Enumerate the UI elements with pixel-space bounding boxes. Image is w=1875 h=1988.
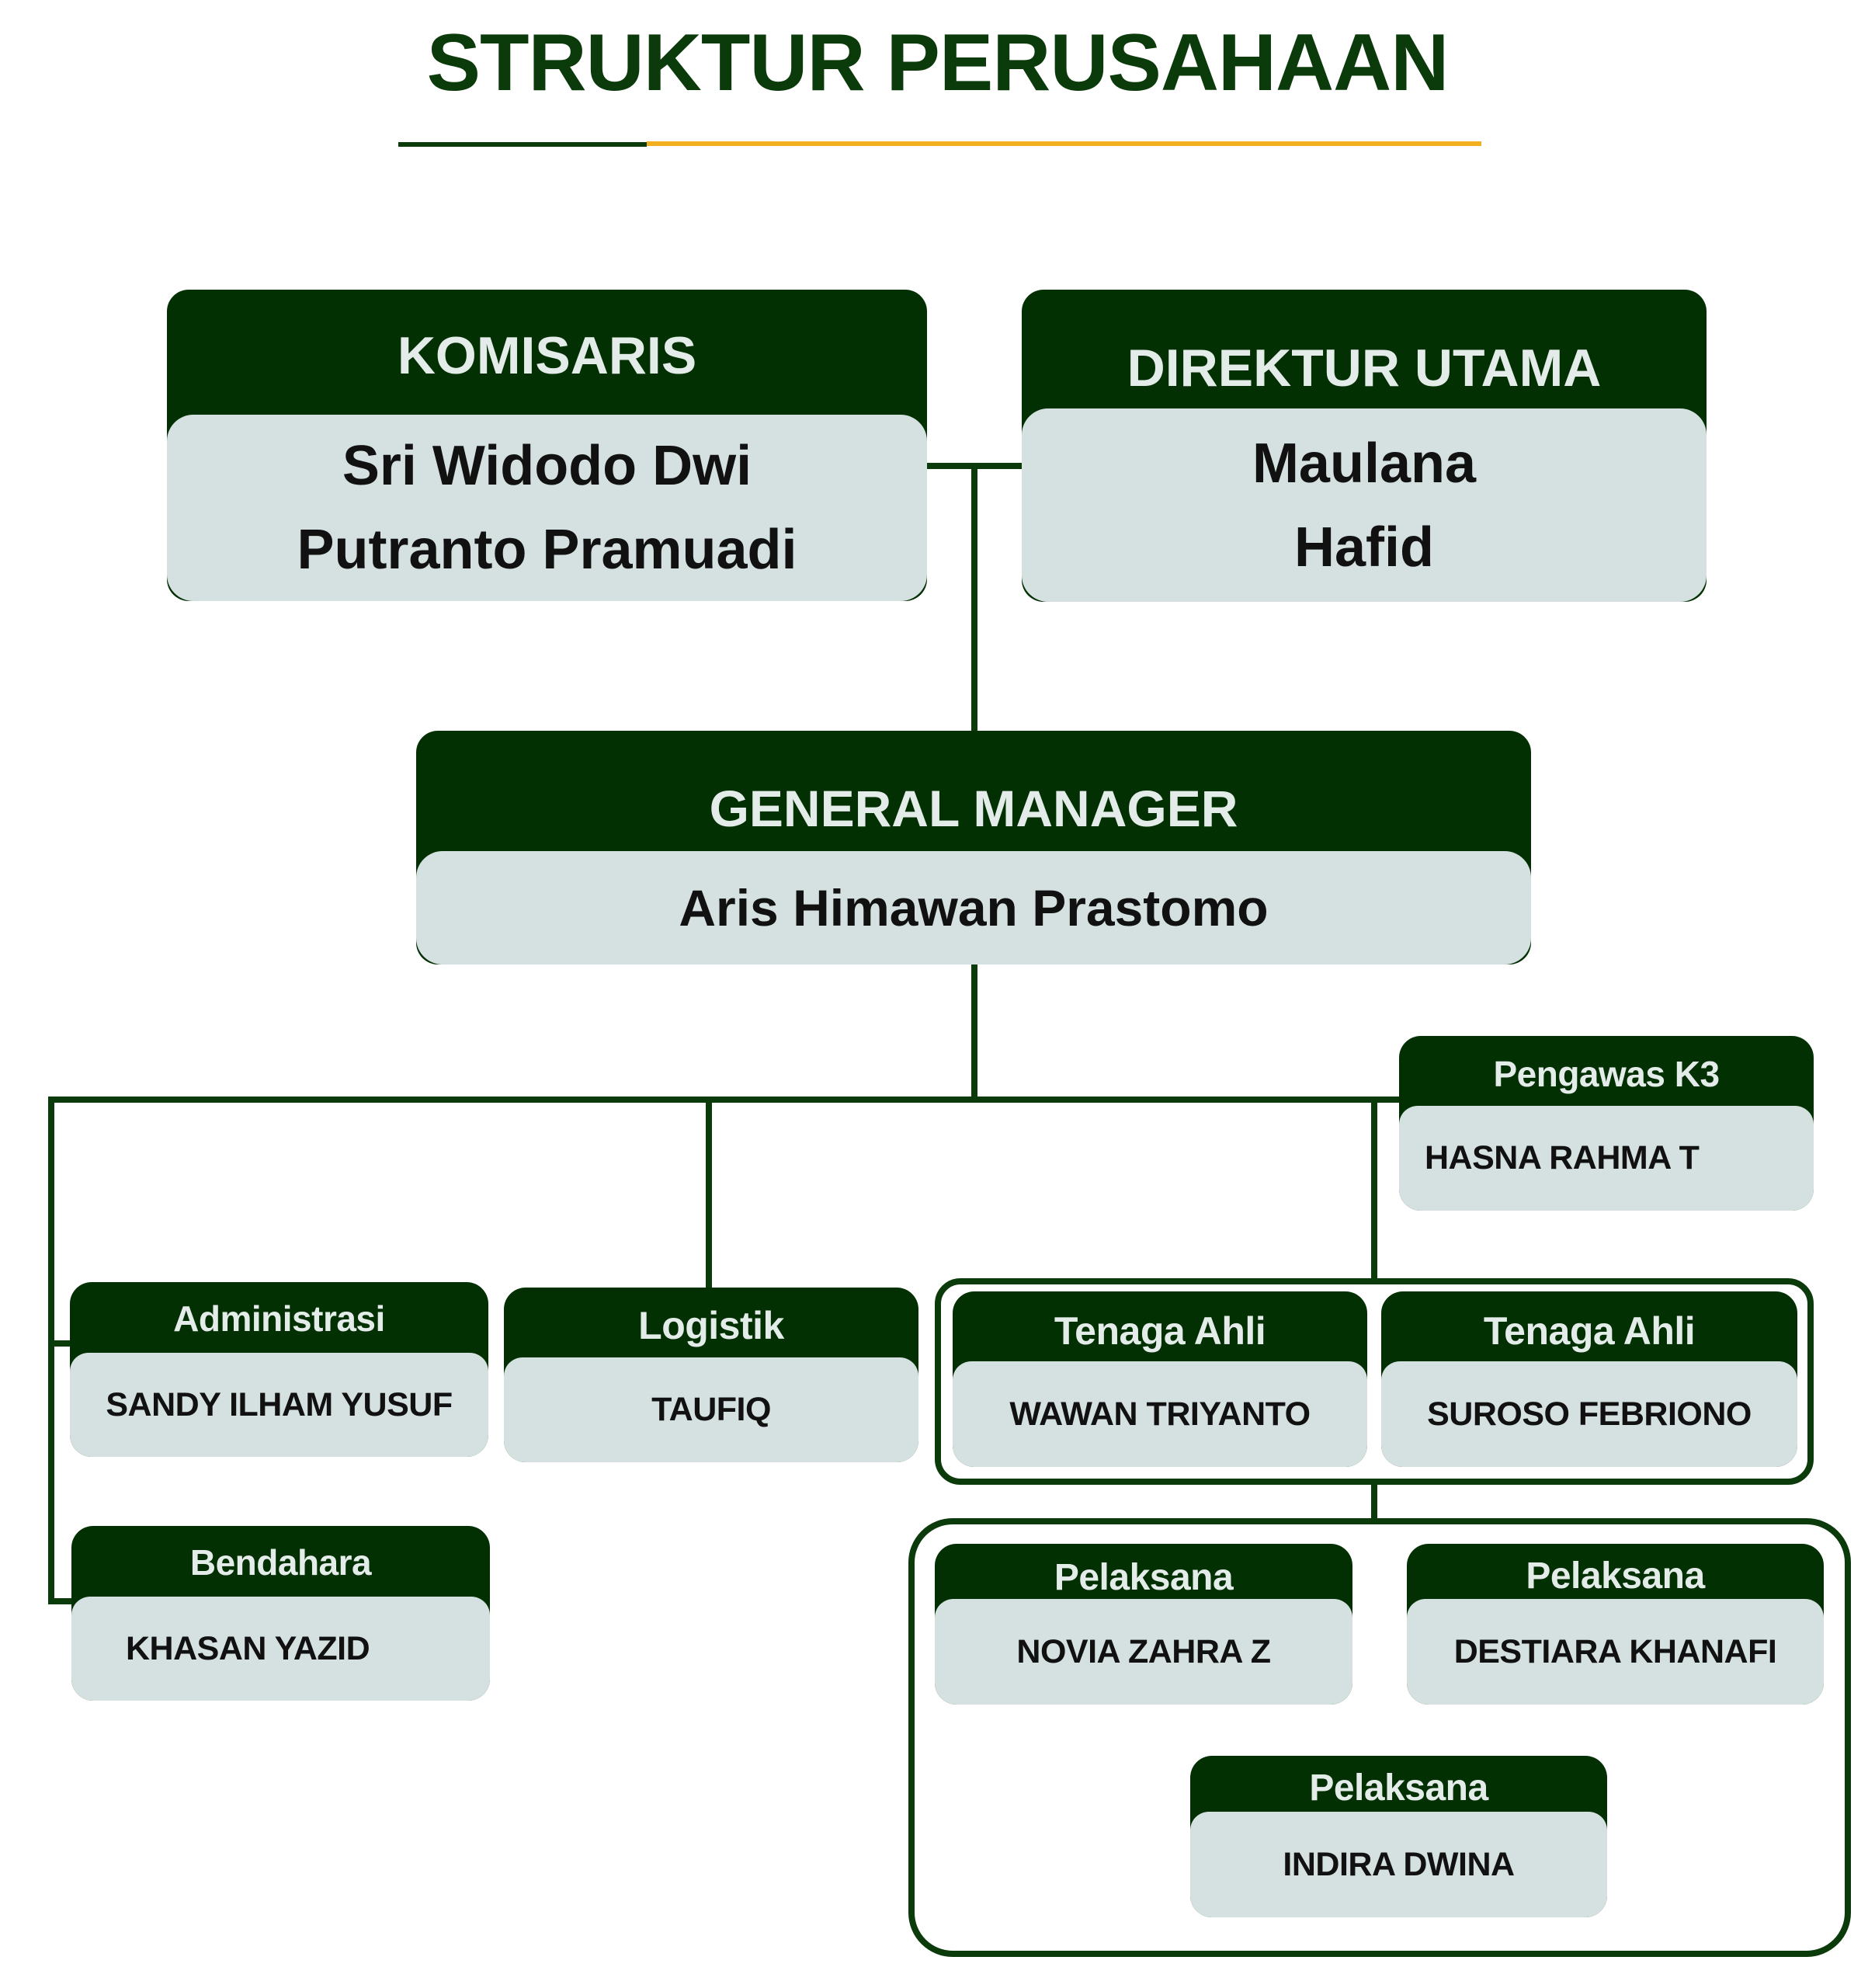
connector-to-bendahara [48,1598,71,1604]
role-label: Pengawas K3 [1493,1054,1720,1094]
name-line: Aris Himawan Prastomo [679,879,1269,937]
card-logistik: Logistik TAUFIQ [504,1288,918,1462]
connector-to-logistik [706,1097,712,1288]
name-panel: SUROSO FEBRIONO [1381,1361,1797,1467]
connector-to-pelaksana [1371,1482,1377,1521]
name-line: SANDY ILHAM YUSUF [106,1385,453,1423]
connector-to-tenaga-ahli [1371,1097,1377,1280]
card-pelaksana: Pelaksana NOVIA ZAHRA Z [935,1544,1352,1705]
name-line: SUROSO FEBRIONO [1427,1395,1752,1433]
role-label: Pelaksana [1526,1555,1705,1597]
name-panel: Sri Widodo Dwi Putranto Pramuadi [167,415,927,601]
role-label: Logistik [638,1304,784,1347]
connector-gm-down [971,964,977,1103]
card-pengawas-k3: Pengawas K3 HASNA RAHMA T [1399,1036,1814,1211]
card-bendahara: Bendahara KHASAN YAZID [71,1526,490,1701]
pelaksana-group [908,1518,1851,1957]
name-line: Maulana [1252,432,1477,495]
role-label: Pelaksana [1054,1557,1234,1598]
role-label: KOMISARIS [397,326,697,385]
name-line: WAWAN TRIYANTO [1009,1395,1311,1433]
name-line: TAUFIQ [651,1391,771,1428]
name-line: Putranto Pramuadi [297,519,797,581]
role-label: Pelaksana [1309,1767,1488,1809]
name-line: NOVIA ZAHRA Z [1016,1632,1271,1670]
name-line: KHASAN YAZID [126,1629,370,1667]
connector-horizontal-main [48,1097,1401,1103]
card-pelaksana: Pelaksana INDIRA DWINA [1190,1756,1607,1917]
tenaga-ahli-group [935,1278,1814,1485]
card-komisaris: KOMISARIS Sri Widodo Dwi Putranto Pramua… [167,290,927,601]
name-line: Hafid [1294,516,1434,579]
name-panel: DESTIARA KHANAFI [1407,1599,1824,1705]
connector-to-admin [48,1340,71,1347]
name-panel: SANDY ILHAM YUSUF [70,1353,488,1457]
role-label: DIREKTUR UTAMA [1127,339,1602,398]
card-pelaksana: Pelaksana DESTIARA KHANAFI [1407,1544,1824,1705]
role-label: GENERAL MANAGER [709,780,1238,837]
name-panel: Maulana Hafid [1022,408,1707,602]
name-panel: KHASAN YAZID [71,1597,490,1701]
connector-to-gm [971,463,977,732]
card-tenaga-ahli: Tenaga Ahli WAWAN TRIYANTO [953,1291,1367,1467]
role-label: Administrasi [173,1298,385,1339]
name-panel: NOVIA ZAHRA Z [935,1599,1352,1705]
card-direktur-utama: DIREKTUR UTAMA Maulana Hafid [1022,290,1707,602]
name-line: Sri Widodo Dwi [342,435,752,497]
card-tenaga-ahli: Tenaga Ahli SUROSO FEBRIONO [1381,1291,1797,1467]
role-label: Bendahara [189,1542,372,1583]
name-line: HASNA RAHMA T [1425,1139,1700,1176]
role-label: Tenaga Ahli [1054,1309,1266,1353]
name-panel: WAWAN TRIYANTO [953,1361,1367,1467]
name-panel: TAUFIQ [504,1357,918,1462]
name-line: INDIRA DWINA [1283,1845,1515,1883]
title-underline-gold [647,141,1481,146]
name-panel: Aris Himawan Prastomo [416,851,1531,964]
title-underline-dark [398,142,647,147]
role-label: Tenaga Ahli [1483,1309,1696,1353]
card-general-manager: GENERAL MANAGER Aris Himawan Prastomo [416,731,1531,964]
connector-left-vertical [48,1097,54,1604]
name-panel: INDIRA DWINA [1190,1812,1607,1917]
name-line: DESTIARA KHANAFI [1453,1632,1777,1670]
page-title: STRUKTUR PERUSAHAAN [426,18,1450,108]
card-administrasi: Administrasi SANDY ILHAM YUSUF [70,1282,488,1457]
name-panel: HASNA RAHMA T [1399,1106,1814,1211]
